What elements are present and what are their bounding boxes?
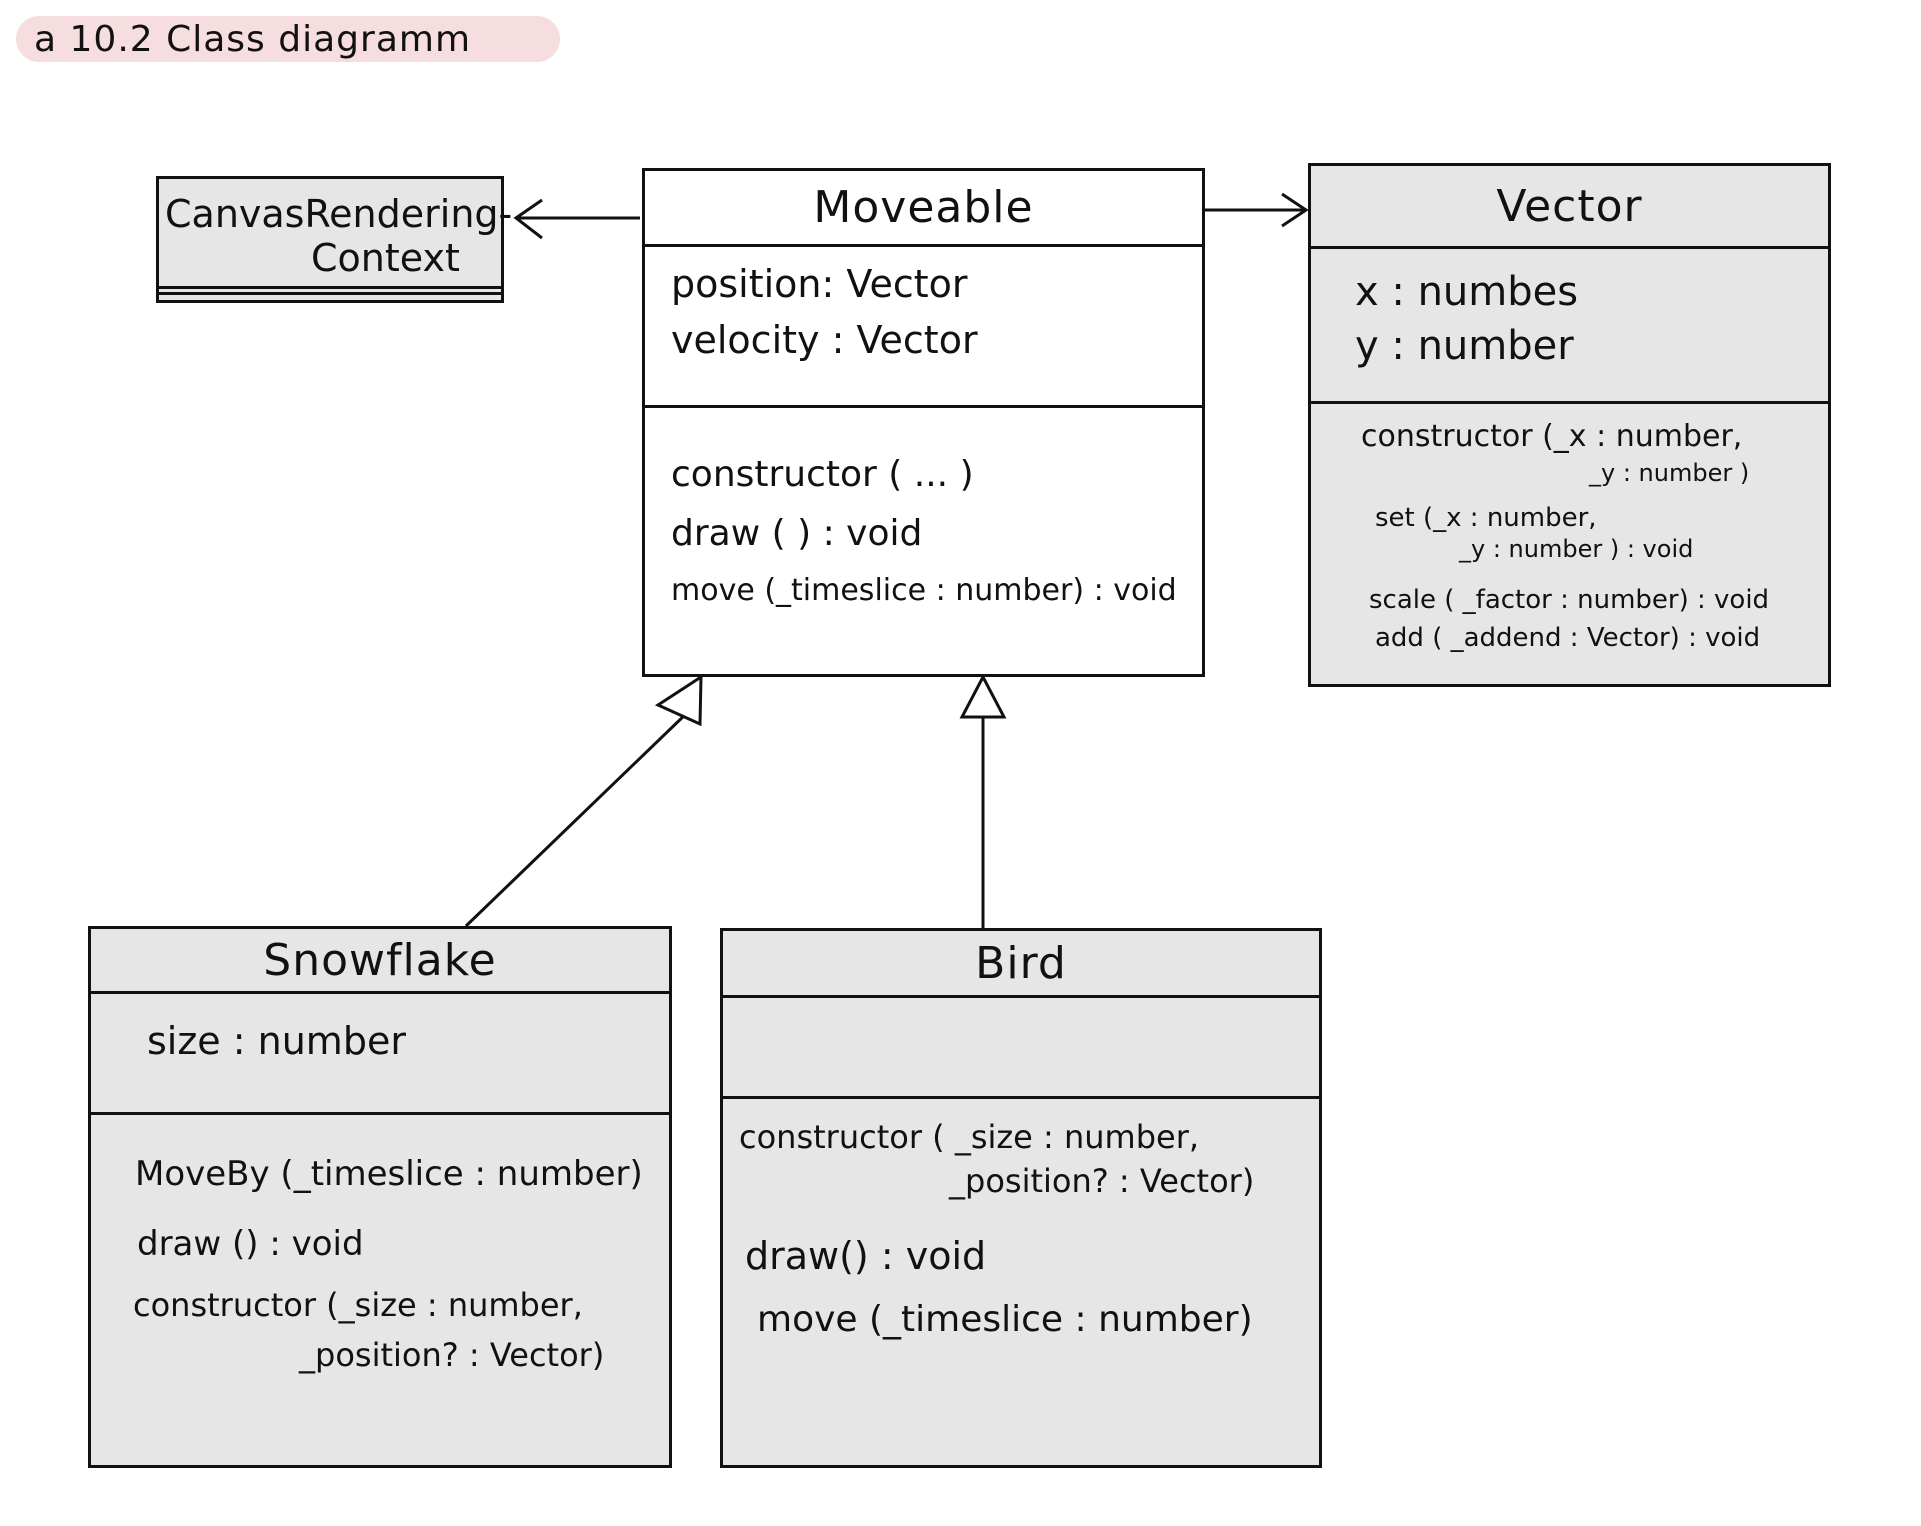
attribute-size: size : number <box>147 1019 406 1063</box>
attribute-x: x : numbes <box>1355 269 1579 315</box>
attribute-position: position: Vector <box>671 262 968 306</box>
methods-section <box>159 295 501 300</box>
arrowhead-vector <box>1281 192 1309 228</box>
attributes-section: x : numbes y : number <box>1311 249 1828 404</box>
class-name: Snowflake <box>91 929 669 994</box>
method-constructor-line-1: constructor (_x : number, <box>1361 419 1743 454</box>
attribute-velocity: velocity : Vector <box>671 317 978 362</box>
class-name: Bird <box>723 931 1319 998</box>
moveable-class: Moveable position: Vector velocity : Vec… <box>642 168 1205 677</box>
method-constructor-line-1: constructor ( _size : number, <box>739 1118 1200 1156</box>
class-name-line-1: CanvasRendering- <box>165 192 513 236</box>
method-move: move (_timeslice : number) : void <box>671 573 1177 608</box>
attributes-section: size : number <box>91 994 669 1115</box>
methods-section: MoveBy (_timeslice : number) draw () : v… <box>91 1115 669 1465</box>
class-name-line-2: Context <box>311 236 460 280</box>
bird-class: Bird constructor ( _size : number, _posi… <box>720 928 1322 1468</box>
generalization-line-snowflake <box>464 709 691 928</box>
method-constructor-line-1: constructor (_size : number, <box>133 1286 583 1324</box>
triangle-bird <box>959 673 1007 719</box>
triangle-snowflake <box>654 674 703 727</box>
methods-section: constructor (_x : number, _y : number ) … <box>1311 404 1828 684</box>
method-draw: draw () : void <box>137 1224 364 1264</box>
class-name-section: CanvasRendering- Context <box>159 179 512 289</box>
method-move: move (_timeslice : number) <box>757 1299 1253 1340</box>
method-constructor-line-2: _position? : Vector) <box>299 1336 605 1374</box>
diagram-title: a 10.2 Class diagramm <box>16 16 560 62</box>
method-constructor-line-2: _position? : Vector) <box>949 1162 1255 1200</box>
attributes-section <box>723 998 1319 1099</box>
attribute-y: y : number <box>1355 323 1574 369</box>
method-draw: draw() : void <box>745 1234 987 1278</box>
method-draw: draw ( ) : void <box>671 513 923 554</box>
method-set-line-1: set (_x : number, <box>1375 503 1597 533</box>
attributes-section: position: Vector velocity : Vector <box>645 247 1202 408</box>
canvas-rendering-context-class: CanvasRendering- Context <box>156 176 512 303</box>
method-moveby: MoveBy (_timeslice : number) <box>135 1154 643 1194</box>
vector-class: Vector x : numbes y : number constructor… <box>1308 163 1831 687</box>
method-add: add ( _addend : Vector) : void <box>1375 623 1761 653</box>
method-constructor: constructor ( ... ) <box>671 454 974 495</box>
class-name: Vector <box>1311 166 1828 249</box>
method-scale: scale ( _factor : number) : void <box>1369 585 1770 615</box>
class-name: Moveable <box>645 171 1202 247</box>
arrowhead-canvas <box>513 198 543 240</box>
methods-section: constructor ( _size : number, _position?… <box>723 1099 1319 1465</box>
method-set-line-2: _y : number ) : void <box>1459 535 1694 563</box>
method-constructor-line-2: _y : number ) <box>1589 459 1750 487</box>
snowflake-class: Snowflake size : number MoveBy (_timesli… <box>88 926 672 1468</box>
attributes-section <box>159 289 501 295</box>
methods-section: constructor ( ... ) draw ( ) : void move… <box>645 408 1202 674</box>
